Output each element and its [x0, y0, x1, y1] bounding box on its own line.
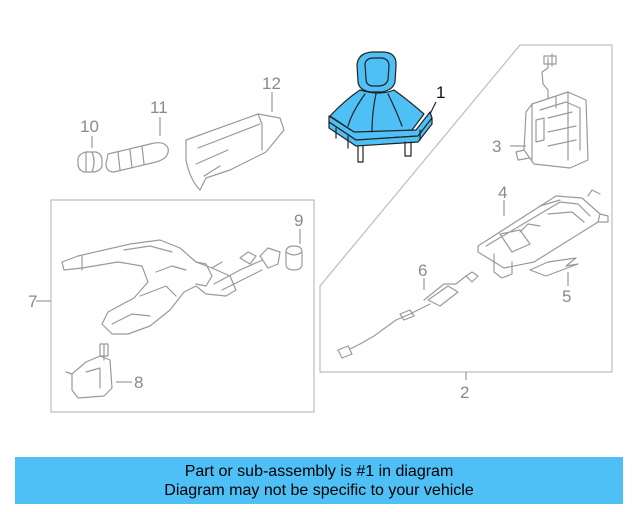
cover-part-12[interactable]	[185, 113, 285, 191]
callout-3: 3	[492, 137, 501, 156]
callout-8: 8	[134, 373, 143, 392]
shift-cable-part-6[interactable]	[337, 271, 479, 359]
cap-part-10[interactable]	[77, 151, 103, 173]
parking-brake-part-7[interactable]	[61, 239, 281, 335]
callout-11: 11	[150, 98, 168, 117]
bracket-part-8[interactable]	[65, 343, 113, 399]
callout-10: 10	[80, 117, 99, 136]
plate-part-5[interactable]	[529, 257, 579, 277]
shifter-base-part-4[interactable]	[477, 189, 609, 279]
group-box-7	[50, 199, 315, 413]
info-banner: Part or sub-assembly is #1 in diagram Di…	[15, 457, 623, 504]
callout-5: 5	[562, 287, 571, 306]
callout-7: 7	[28, 292, 37, 311]
callout-9: 9	[294, 211, 303, 230]
banner-line-1: Part or sub-assembly is #1 in diagram	[184, 462, 454, 480]
parts-diagram: 1 2 3 4 5 6 7 8 9 10 11 12	[28, 44, 613, 413]
group-box-2	[319, 44, 613, 373]
bushing-part-9[interactable]	[285, 245, 303, 271]
callout-12: 12	[262, 74, 281, 93]
shifter-assembly-part-3[interactable]	[515, 53, 589, 169]
callout-2: 2	[460, 383, 469, 402]
callout-4: 4	[498, 183, 507, 202]
grip-part-11[interactable]	[105, 142, 169, 173]
shift-boot-part-1[interactable]	[328, 51, 433, 163]
callout-1: 1	[436, 83, 445, 102]
callout-6: 6	[418, 261, 427, 280]
banner-line-2: Diagram may not be specific to your vehi…	[164, 481, 474, 499]
